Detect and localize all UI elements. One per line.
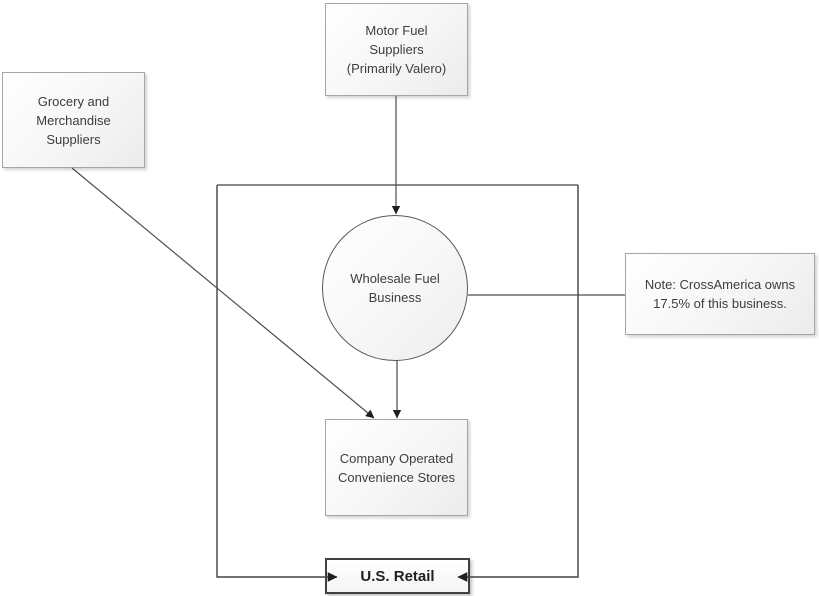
node-wholesale-fuel-business: Wholesale Fuel Business — [322, 215, 468, 361]
node-company-operated-stores: Company Operated Convenience Stores — [325, 419, 468, 516]
node-us-retail: U.S. Retail — [325, 558, 470, 594]
edge-container-left-to-us-retail — [216, 185, 338, 582]
node-motor-fuel-suppliers: Motor Fuel Suppliers (Primarily Valero) — [325, 3, 468, 96]
node-grocery-merchandise-suppliers: Grocery and Merchandise Suppliers — [2, 72, 145, 168]
edge-container-right-to-us-retail — [457, 185, 579, 582]
node-ownership-note: Note: CrossAmerica owns 17.5% of this bu… — [625, 253, 815, 335]
